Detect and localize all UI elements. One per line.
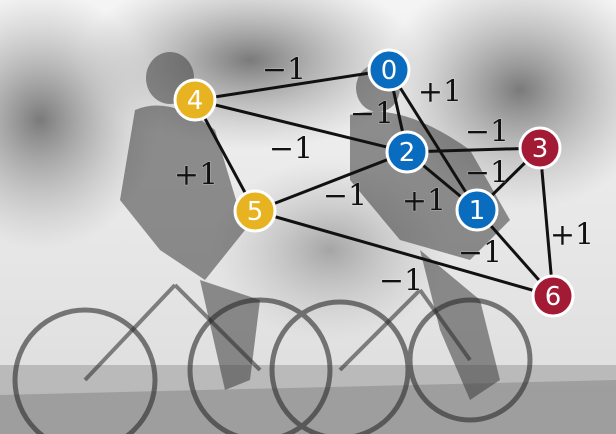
node-3: 3 xyxy=(518,126,562,170)
edge-weight-5-6: −1 xyxy=(379,264,423,299)
edge-weight-3-1: −1 xyxy=(465,156,509,191)
node-label-5: 5 xyxy=(247,197,264,227)
graph-nodes: 0 1 2 3 4 5 6 xyxy=(173,48,575,318)
edge-4-0 xyxy=(193,68,391,102)
node-circle-4 xyxy=(173,78,217,122)
node-circle-0 xyxy=(367,48,411,92)
node-circle-1 xyxy=(455,188,499,232)
graph-edge-labels: −1−1+1−1+1−1+1−1+1−1−1−1 xyxy=(173,52,594,299)
node-4: 4 xyxy=(173,78,217,122)
edge-weight-0-1: +1 xyxy=(418,75,462,110)
edge-3-6 xyxy=(538,146,555,298)
edge-weight-3-6: +1 xyxy=(550,218,594,253)
node-label-4: 4 xyxy=(187,86,204,116)
node-label-6: 6 xyxy=(545,282,562,312)
node-label-2: 2 xyxy=(399,138,416,168)
node-2: 2 xyxy=(385,130,429,174)
node-6: 6 xyxy=(531,274,575,318)
edge-5-2 xyxy=(253,150,409,213)
node-circle-3 xyxy=(518,126,562,170)
edge-weight-2-1: +1 xyxy=(402,184,446,219)
edge-weight-1-6: −1 xyxy=(458,236,502,271)
node-circle-2 xyxy=(385,130,429,174)
edge-weight-0-2: −1 xyxy=(350,97,394,132)
edge-weight-4-2: −1 xyxy=(269,132,313,167)
node-circle-5 xyxy=(233,189,277,233)
node-circle-6 xyxy=(531,274,575,318)
edge-weight-2-3: −1 xyxy=(465,115,509,150)
edge-weight-4-0: −1 xyxy=(262,53,306,88)
edge-2-3 xyxy=(405,146,542,154)
edge-weight-5-2: −1 xyxy=(323,179,367,214)
node-label-0: 0 xyxy=(381,56,398,86)
node-5: 5 xyxy=(233,189,277,233)
edge-5-6 xyxy=(253,209,555,298)
node-1: 1 xyxy=(455,188,499,232)
edge-weight-4-5: +1 xyxy=(174,158,218,193)
node-label-3: 3 xyxy=(532,134,549,164)
edge-0-1 xyxy=(387,68,479,212)
node-label-1: 1 xyxy=(469,196,486,226)
node-0: 0 xyxy=(367,48,411,92)
edge-4-2 xyxy=(193,98,409,154)
